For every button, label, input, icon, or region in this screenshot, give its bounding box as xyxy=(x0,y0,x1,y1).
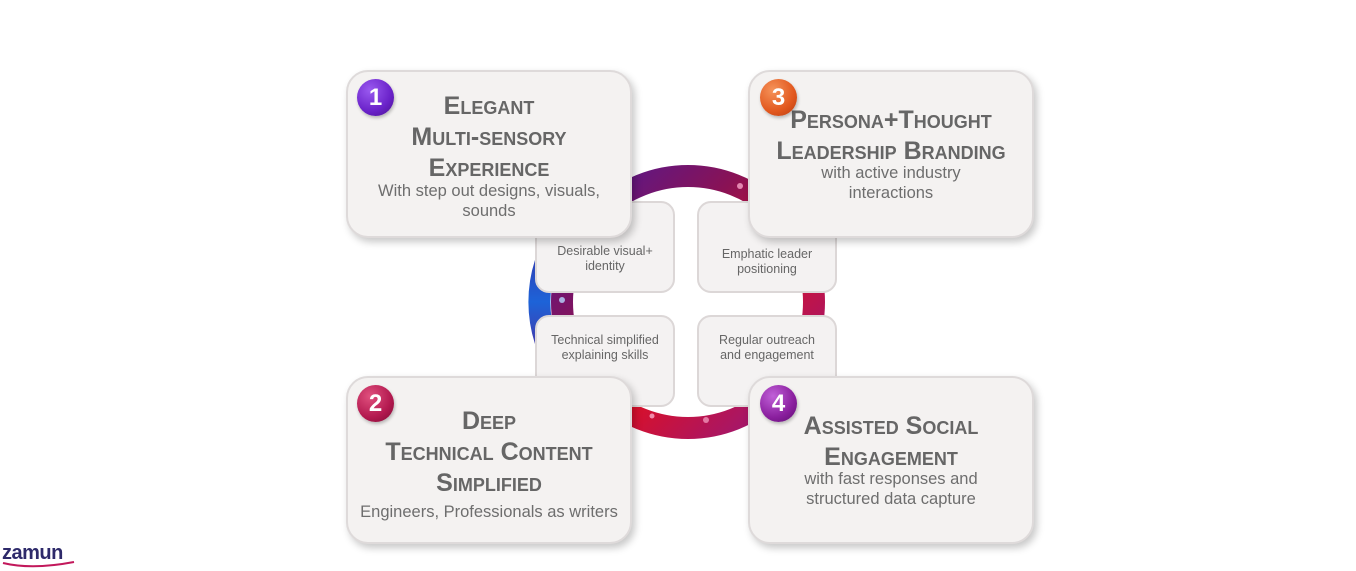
card-subtitle: with fast responses and structured data … xyxy=(804,470,978,508)
inner-box-text: Emphatic leader positioning xyxy=(721,246,813,277)
inner-box-text: Desirable visual+ identity xyxy=(557,243,653,274)
inner-box-text: Technical simplified explaining skills xyxy=(551,332,659,363)
card-subtitle: Engineers, Professionals as writers xyxy=(360,503,618,521)
zamun-logo: zamun xyxy=(2,542,63,564)
card-deep-technical: Deep Technical Content Simplified Engine… xyxy=(346,376,632,544)
logo-swoosh-icon xyxy=(2,561,75,568)
card-title: Persona+Thought Leadership Branding xyxy=(776,106,1006,165)
number-badge-4: 4 xyxy=(760,385,797,422)
card-subtitle: with active industry interactions xyxy=(821,164,961,202)
card-subtitle: With step out designs, visuals, sounds xyxy=(378,182,600,220)
number-badge-1: 1 xyxy=(357,79,394,116)
card-title: Elegant Multi-sensory Experience xyxy=(411,92,567,182)
number-badge-3: 3 xyxy=(760,79,797,116)
number-badge-2: 2 xyxy=(357,385,394,422)
card-title: Deep Technical Content Simplified xyxy=(385,407,593,497)
card-title: Assisted Social Engagement xyxy=(803,412,979,471)
inner-box-text: Regular outreach and engagement xyxy=(719,332,815,363)
card-social-engagement: Assisted Social Engagement with fast res… xyxy=(748,376,1034,544)
